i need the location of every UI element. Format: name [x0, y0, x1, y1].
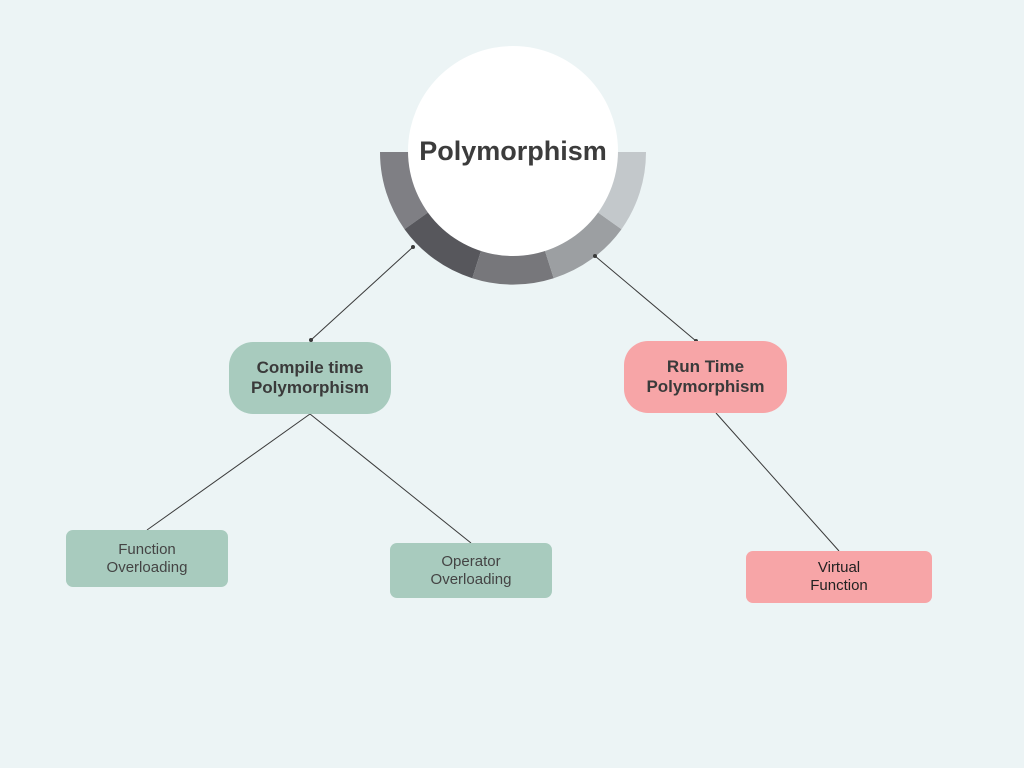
- connector-dot: [593, 254, 597, 258]
- operator-overloading-line1: Operator: [441, 552, 501, 570]
- connector-compile-function: [146, 413, 311, 531]
- ring-segment-1: [379, 152, 429, 230]
- connector-root-compile: [310, 246, 414, 341]
- connector-root-runtime: [594, 255, 697, 342]
- function-overloading-line2: Overloading: [106, 558, 188, 576]
- run-time-node: Run Time Polymorphism: [624, 341, 787, 413]
- connector-runtime-virtual: [715, 412, 840, 552]
- function-overloading-node: Function Overloading: [66, 530, 228, 587]
- root-title: Polymorphism: [419, 135, 607, 166]
- operator-overloading-node: Operator Overloading: [390, 543, 552, 598]
- root-node: Polymorphism: [408, 46, 618, 256]
- run-time-label-line2: Polymorphism: [646, 377, 765, 396]
- ring-segment-5: [597, 152, 647, 230]
- connector-dot: [411, 245, 415, 249]
- operator-overloading-line2: Overloading: [430, 570, 512, 588]
- connector-dot: [309, 338, 313, 342]
- ring-segment-3: [472, 250, 554, 285]
- function-overloading-line1: Function: [118, 540, 176, 558]
- virtual-function-node: Virtual Function: [746, 551, 932, 603]
- virtual-function-line1: Virtual: [817, 559, 861, 576]
- ring-segment-4: [544, 212, 622, 279]
- virtual-function-line2: Function: [810, 577, 868, 594]
- compile-time-label-line2: Polymorphism: [250, 378, 370, 397]
- connector-compile-operator: [309, 413, 472, 544]
- ring-segment-2: [404, 212, 482, 279]
- compile-time-node: Compile time Polymorphism: [229, 342, 391, 414]
- compile-time-label-line1: Compile time: [256, 357, 364, 377]
- run-time-label-line1: Run Time: [666, 356, 745, 376]
